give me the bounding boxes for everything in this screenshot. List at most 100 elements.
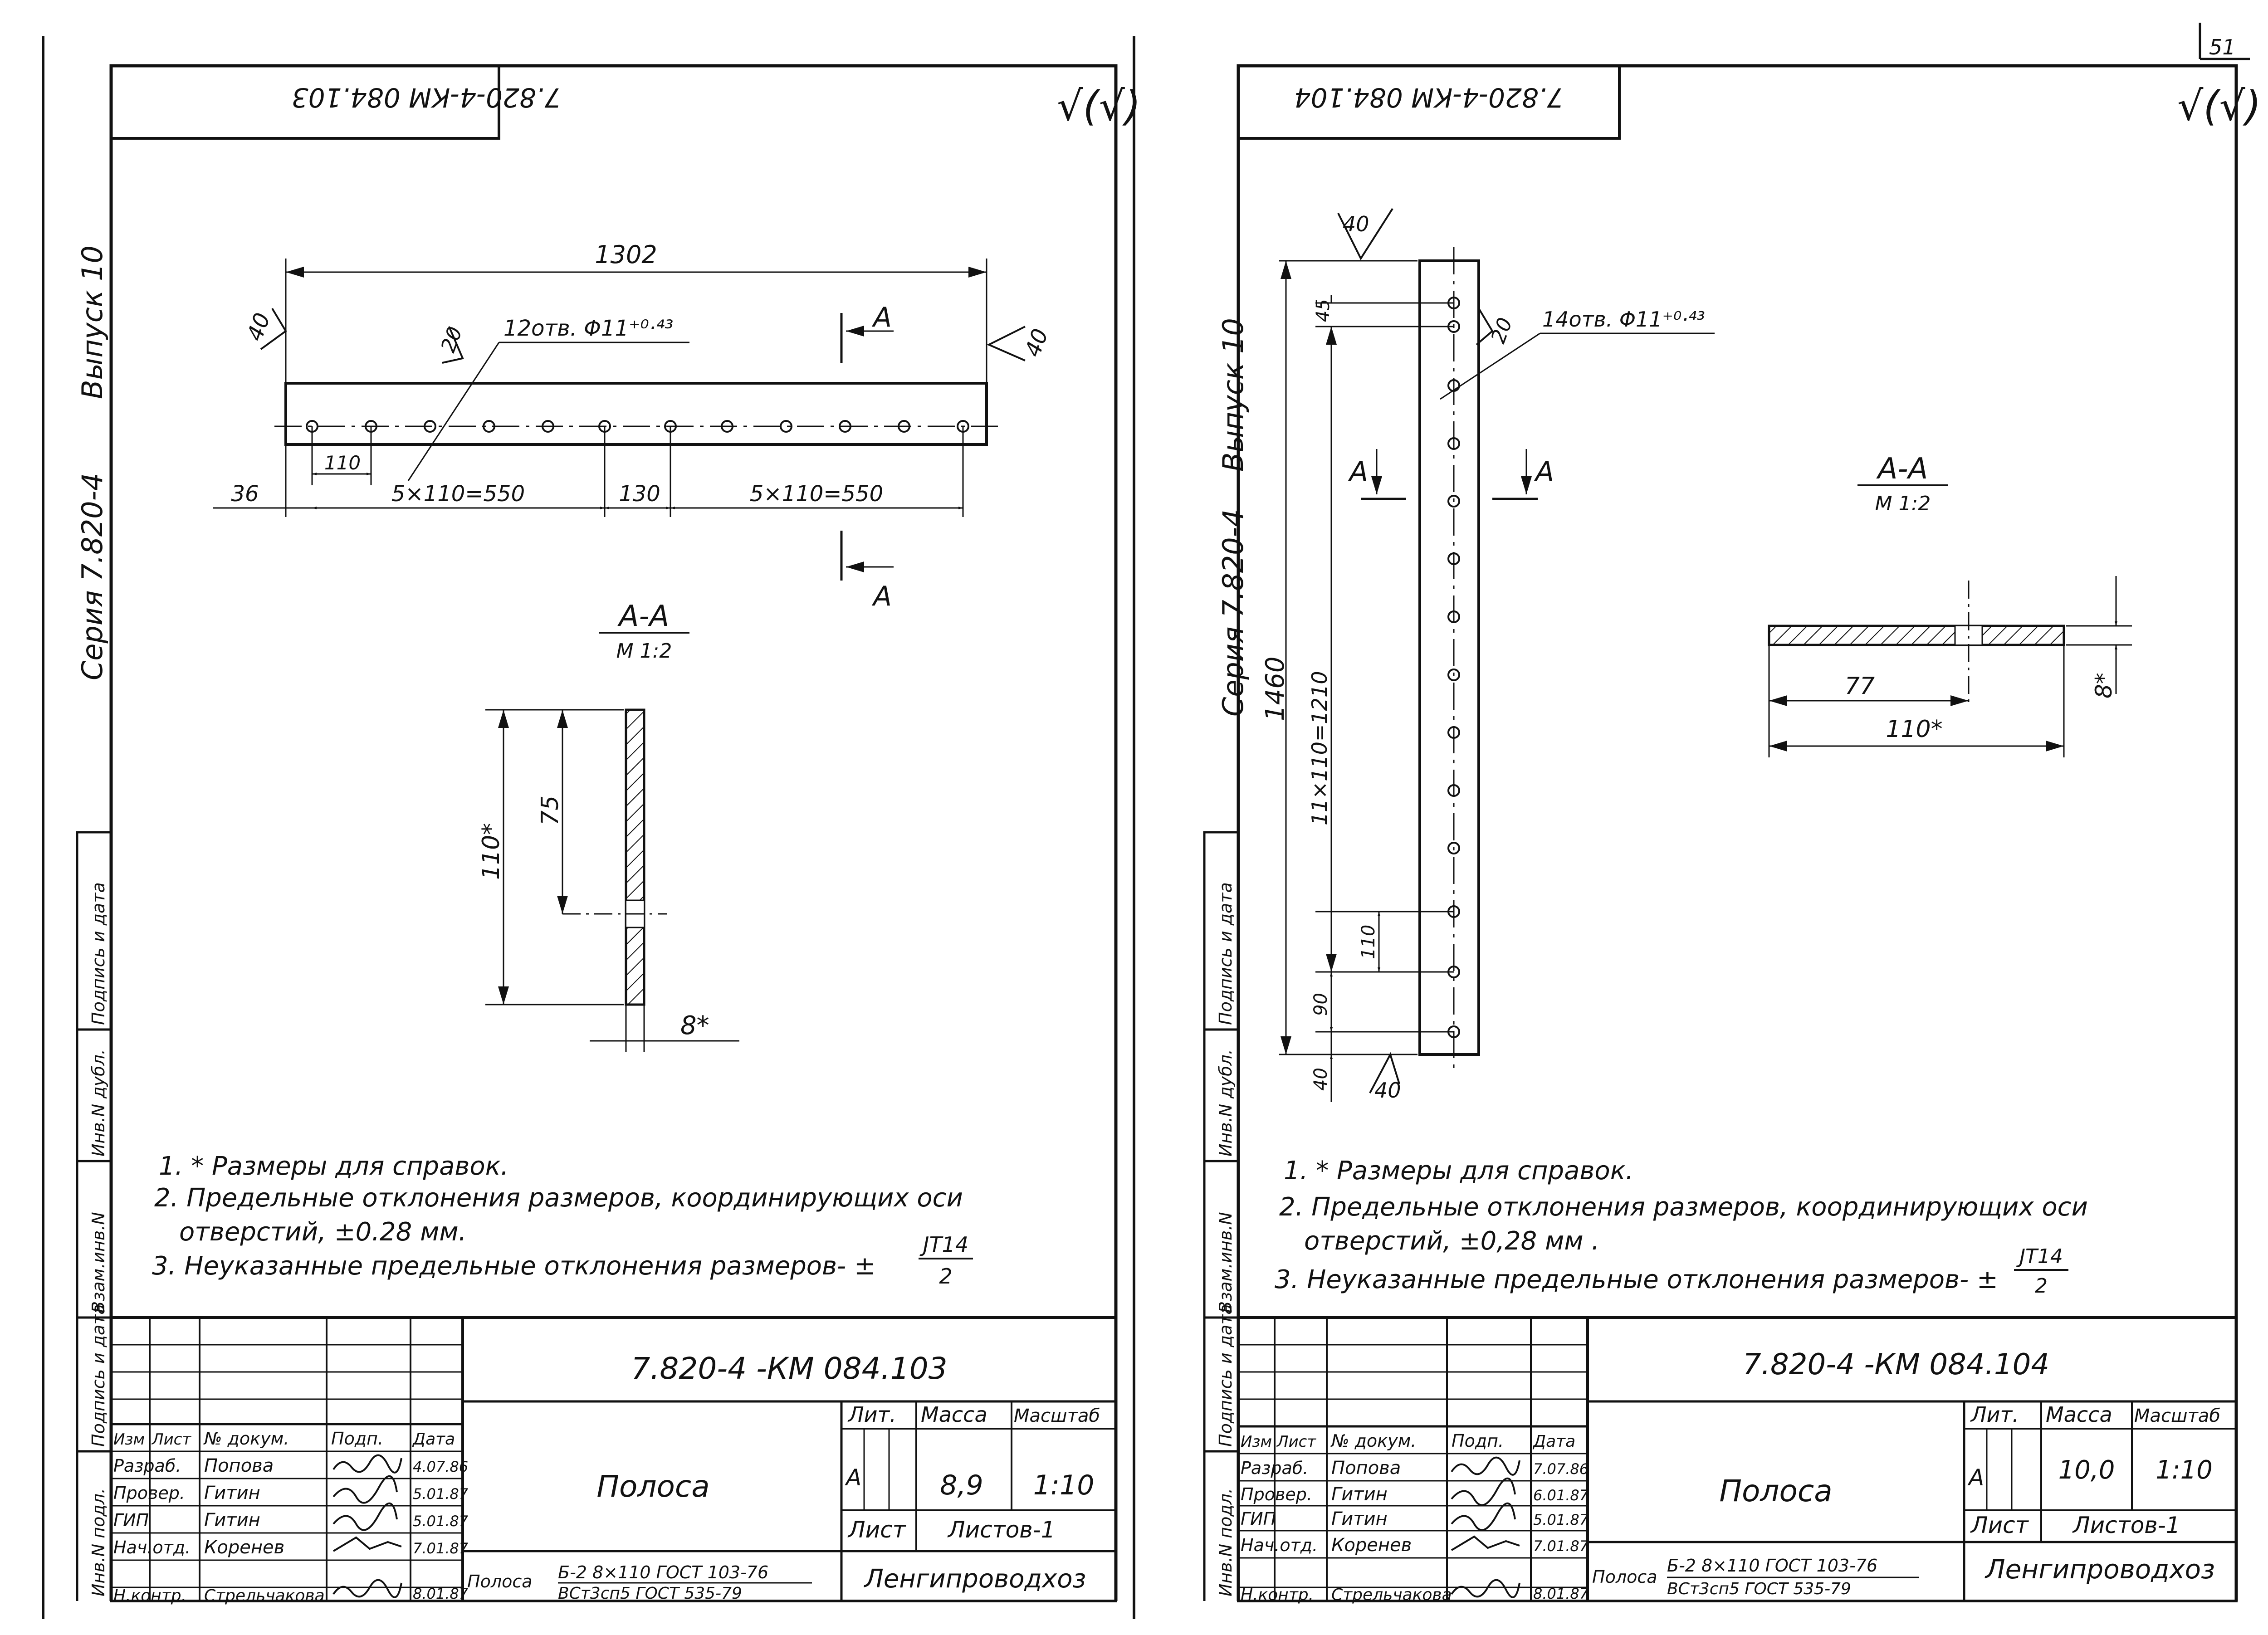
material-1-left: Б-2 8×110 ГОСТ 103-76 (558, 1562, 768, 1582)
angle-bottom-right: 40 (1374, 1078, 1401, 1103)
scale-header-right: Масштаб (2134, 1406, 2220, 1426)
person-4-r: Коренев (1331, 1535, 1412, 1556)
sheets-total-left: Листов-1 (947, 1517, 1056, 1543)
side-sign2: Подпись и дата (88, 882, 108, 1025)
angle-hole-right: 20 (1486, 315, 1517, 347)
hdr-doc-r: № докум. (1330, 1431, 1416, 1451)
role-nach: Нач.отд. (113, 1537, 191, 1557)
dim-group2-left: 5×110=550 (750, 481, 883, 507)
issue-left: Выпуск 10 (76, 245, 109, 399)
dim-gap-left: 130 (619, 481, 660, 507)
hdr-izm: Изм (113, 1430, 145, 1449)
part-name-left: Полоса (596, 1469, 709, 1504)
note-1-right: 1. * Размеры для справок. (1284, 1156, 1633, 1186)
strip-plan-left (284, 382, 988, 446)
code-stamp-right (1238, 66, 1621, 140)
section-profile-left (625, 708, 645, 1006)
frame-left (109, 64, 1118, 1601)
side-inv-r: Инв.N подл. (1216, 1488, 1236, 1596)
person-3-r: Гитин (1331, 1508, 1388, 1529)
part-name-right: Полоса (1719, 1474, 1832, 1508)
hdr-list-r: Лист (1276, 1433, 1316, 1451)
role-gip-r: ГИП (1241, 1509, 1276, 1529)
material-2-left: ВСт3сп5 ГОСТ 535-79 (558, 1584, 742, 1603)
dim-sec-w-right: 110* (1886, 716, 1942, 743)
date-4: 7.01.87 (413, 1540, 469, 1557)
role-prover-r: Провер. (1241, 1484, 1312, 1504)
strip-plan-right (1418, 259, 1480, 1056)
material-name-left: Полоса (467, 1572, 533, 1591)
person-1: Попова (204, 1455, 274, 1476)
series-left: Серия 7.820-4 (76, 473, 109, 680)
hole-callout-right: 14отв. Φ11⁺⁰·⁴³ (1542, 307, 1705, 332)
angle-hole-left: 20 (436, 324, 467, 356)
person-2: Гитин (204, 1483, 260, 1503)
dim-sec-t-right: 8* (2091, 673, 2117, 698)
page-number: 51 (2209, 35, 2236, 59)
date-1: 4.07.86 (413, 1458, 468, 1475)
person-1-r: Попова (1331, 1458, 1401, 1479)
role-razrab-r: Разраб. (1241, 1458, 1308, 1478)
holes-right (1447, 297, 1460, 1038)
dim-bottom-40-right: 40 (1310, 1068, 1331, 1091)
date-2-r: 6.01.87 (1533, 1487, 1589, 1504)
side-vzam-r: Взам.инв.N (1216, 1212, 1236, 1313)
angle-top-right: 40 (1343, 212, 1369, 236)
frame-right (1237, 64, 2238, 1601)
angle-right-left: 40 (1020, 326, 1054, 361)
roughness-icon-left: √(√) (1057, 83, 1141, 130)
org-right: Ленгипроводхоз (1984, 1554, 2215, 1585)
code-stamp-left (111, 66, 500, 140)
person-5: Стрельчакова (204, 1586, 325, 1605)
mass-header-left: Масса (921, 1402, 987, 1427)
lit-value-right: А (1967, 1464, 1984, 1491)
dim-pitch-left: 110 (324, 452, 361, 474)
date-1-r: 7.07.86 (1533, 1460, 1589, 1478)
code-mirrored-right: 7.820-4-КМ 084.104 (1294, 82, 1564, 113)
side-stamp-left: Инв.N подл. Подпись и дата Взам.инв.N Ин… (76, 831, 111, 1601)
sheet-label-right: Лист (1970, 1512, 2029, 1538)
page-number-box: 51 (2199, 23, 2250, 60)
sheet-label-left: Лист (847, 1517, 907, 1543)
dim-overall-left: 1302 (595, 240, 657, 269)
dim-group-right: 11×110=1210 (1307, 671, 1332, 826)
dim-group1-left: 5×110=550 (391, 481, 525, 507)
section-scale-left: М 1:2 (616, 639, 672, 663)
title-code-left: 7.820-4 -КМ 084.103 (631, 1351, 947, 1386)
note-1-left: 1. * Размеры для справок. (159, 1152, 508, 1181)
note-2-left: 2. Предельные отклонения размеров, коорд… (154, 1183, 963, 1213)
date-5: 8.01.87 (413, 1585, 469, 1602)
date-3-r: 5.01.87 (1533, 1511, 1589, 1528)
role-prover: Провер. (113, 1483, 185, 1503)
person-4: Коренев (204, 1537, 284, 1558)
person-3: Гитин (204, 1510, 260, 1531)
note-3-left: 3. Неуказанные предельные отклонения раз… (152, 1251, 875, 1281)
date-3: 5.01.87 (413, 1513, 469, 1530)
org-left: Ленгипроводхоз (864, 1564, 1086, 1594)
dim-top-edge-right: 45 (1313, 299, 1334, 322)
hdr-izm-r: Изм (1241, 1433, 1272, 1451)
section-profile-right (1768, 625, 2065, 646)
tol-den-left: 2 (939, 1264, 952, 1288)
lit-header-left: Лит. (847, 1402, 896, 1427)
side-dubl: Инв.N дубл. (88, 1049, 108, 1157)
role-nkontr-r: Н.контр. (1241, 1586, 1314, 1604)
dim-edge-left: 36 (231, 481, 259, 507)
section-title-left: А-А (617, 600, 670, 633)
roughness-icon-right: √(√) (2177, 83, 2261, 130)
signature-marks-left (332, 1454, 402, 1598)
date-4-r: 7.01.87 (1533, 1537, 1589, 1555)
note-2-right: 2. Предельные отклонения размеров, коорд… (1279, 1192, 2088, 1222)
section-title-right: А-А (1876, 452, 1928, 486)
sheet-right: 7.820-4-КМ 084.104 √(√) Серия 7.820-4 Вы… (1203, 64, 2261, 1604)
person-5-r: Стрельчакова (1331, 1586, 1452, 1604)
section-mark-a-right1: А (1348, 456, 1368, 488)
dim-sec-75-left: 75 (537, 796, 564, 825)
role-nkontr: Н.контр. (113, 1586, 186, 1605)
tol-num-right: JT14 (2016, 1245, 2063, 1268)
dim-overall-right: 1460 (1261, 656, 1290, 721)
tol-num-left: JT14 (919, 1232, 968, 1257)
scale-header-left: Масштаб (1014, 1406, 1100, 1426)
scale-value-left: 1:10 (1033, 1469, 1095, 1501)
